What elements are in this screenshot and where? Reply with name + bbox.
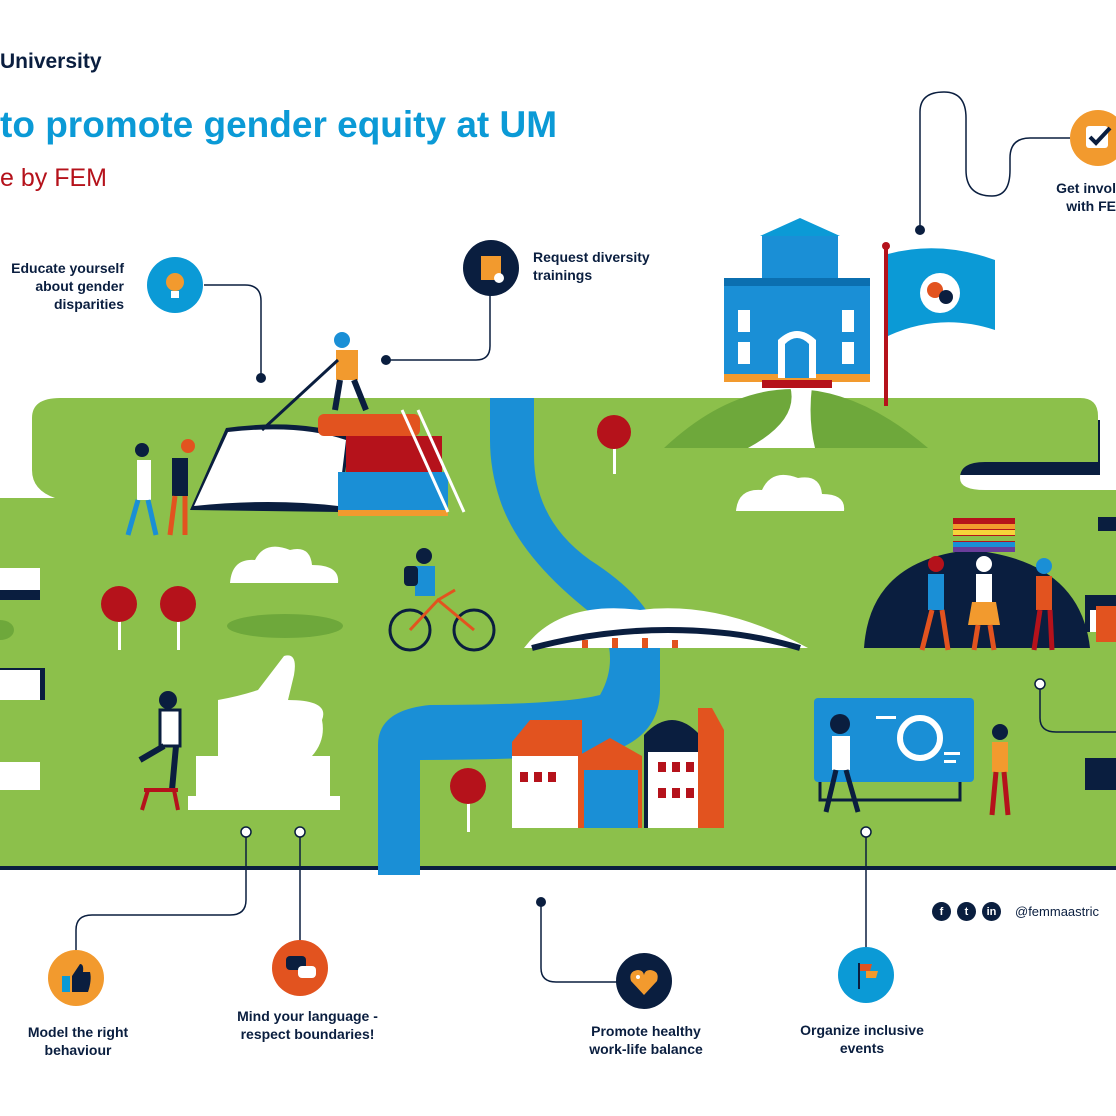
protest [864,517,1116,651]
speech-bubbles-icon [272,940,328,996]
tip-trainings-label: Request diversity trainings [533,249,650,283]
university-building [724,218,870,388]
bridge [524,608,808,651]
presentation-board [814,698,1011,816]
thumbs-up-statue [138,655,340,811]
university-brand: University [0,50,102,73]
heart-icon [616,953,672,1009]
checkbox-icon [1070,110,1116,166]
tip-educate-label: Educate yourself about gender disparitie… [11,260,124,312]
path [748,386,815,448]
townhouses [512,708,724,828]
tip-get-involved-label: Get invol with FE [1056,180,1116,214]
tip-balance-label: Promote healthy work-life balance [589,1023,703,1057]
connector-dots-open [240,678,1046,838]
page-subtitle: e by FEM [0,164,107,192]
flag-pole [884,246,888,406]
cyclist [388,548,496,652]
river [378,398,660,875]
facebook-icon[interactable]: f [932,902,951,921]
page-title: to promote gender equity at UM [0,104,558,145]
lightbulb-icon [147,257,203,313]
book-stack [190,409,466,516]
clouds [230,474,845,583]
connector-dots [256,225,925,907]
people-book [125,332,369,536]
trees [101,415,631,832]
tip-model-label: Model the right behaviour [27,1024,129,1058]
thumbs-up-icon [48,950,104,1006]
tip-language-label: Mind your language - respect boundaries! [237,1008,378,1042]
linkedin-icon[interactable]: in [982,902,1001,921]
social-handle[interactable]: @femmaastric [1015,904,1099,919]
connector-lines [75,91,1116,983]
flags-icon [838,947,894,1003]
twitter-icon[interactable]: t [957,902,976,921]
tip-events-label: Organize inclusive events [800,1022,924,1056]
certificate-icon [463,240,519,296]
social-bar: f t in @femmaastric [932,902,1099,921]
